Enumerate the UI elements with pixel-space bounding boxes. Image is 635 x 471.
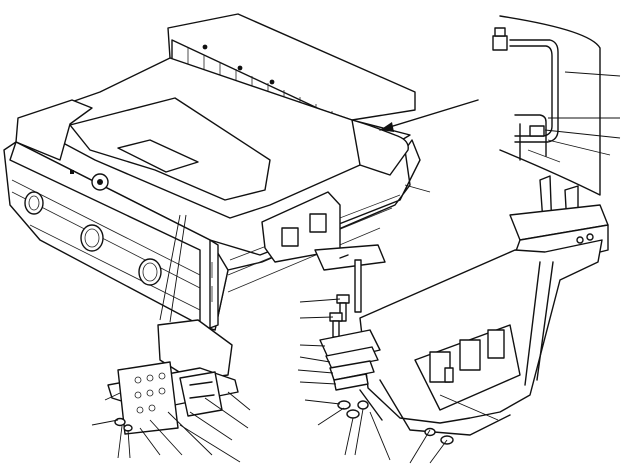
support-bracket <box>359 175 609 464</box>
link-line-2 <box>169 214 187 323</box>
pipe-clamp <box>529 125 545 137</box>
bracket-window-3 <box>487 329 505 359</box>
pipe-clip <box>527 149 561 163</box>
long-stud <box>359 389 383 421</box>
link-line-1 <box>159 214 181 321</box>
mount-window-2 <box>309 213 327 233</box>
end-plate <box>209 239 219 329</box>
bracket-leaders <box>409 394 499 464</box>
pipe-branch <box>514 114 547 157</box>
bracket-window-2 <box>459 339 481 371</box>
porthole-row <box>24 191 162 286</box>
nut-3 <box>357 400 369 410</box>
bracket-bolt <box>444 367 454 383</box>
mount-nut <box>114 417 126 427</box>
deck-marker <box>70 170 74 174</box>
bracket-rib <box>524 261 541 386</box>
body-grooves <box>11 179 401 311</box>
porthole-3 <box>138 258 162 286</box>
bracket-body <box>359 239 603 424</box>
mount-side-plate <box>179 371 223 417</box>
right-curl <box>351 119 409 176</box>
pipe-cap <box>492 35 508 51</box>
front-face <box>9 141 229 331</box>
mount-holes <box>134 372 166 414</box>
stack-leaders <box>297 298 391 461</box>
handle <box>117 139 199 173</box>
pipe-nut <box>494 27 506 37</box>
nut-1 <box>337 400 351 410</box>
small-mount-bracket <box>91 214 251 463</box>
bolt-shank-2 <box>332 320 340 338</box>
nut-2 <box>346 409 360 419</box>
bolt-shank-1 <box>339 302 347 322</box>
stud-bolt <box>354 259 362 313</box>
main-frame-assembly <box>3 13 479 331</box>
pipe-detail <box>492 15 621 196</box>
spacer-3 <box>333 373 369 391</box>
body-leader <box>404 184 431 193</box>
mount-back-plate <box>157 319 233 381</box>
mount-window-1 <box>281 227 299 247</box>
spacer-1 <box>325 346 379 370</box>
pipe-inner <box>509 45 553 137</box>
pointer-arrow <box>379 99 479 131</box>
fastener-stack <box>297 244 391 461</box>
mount-leaders <box>91 391 251 463</box>
porthole-1 <box>24 191 44 215</box>
mount-front-plate <box>117 361 179 435</box>
pipe-leaders <box>544 71 621 156</box>
detail-panel-outline <box>499 15 601 196</box>
foot-washer <box>424 427 436 437</box>
bracket-foot <box>379 379 511 436</box>
spacer-2 <box>329 360 375 381</box>
strip-plate <box>314 244 386 271</box>
porthole-2 <box>80 224 104 252</box>
